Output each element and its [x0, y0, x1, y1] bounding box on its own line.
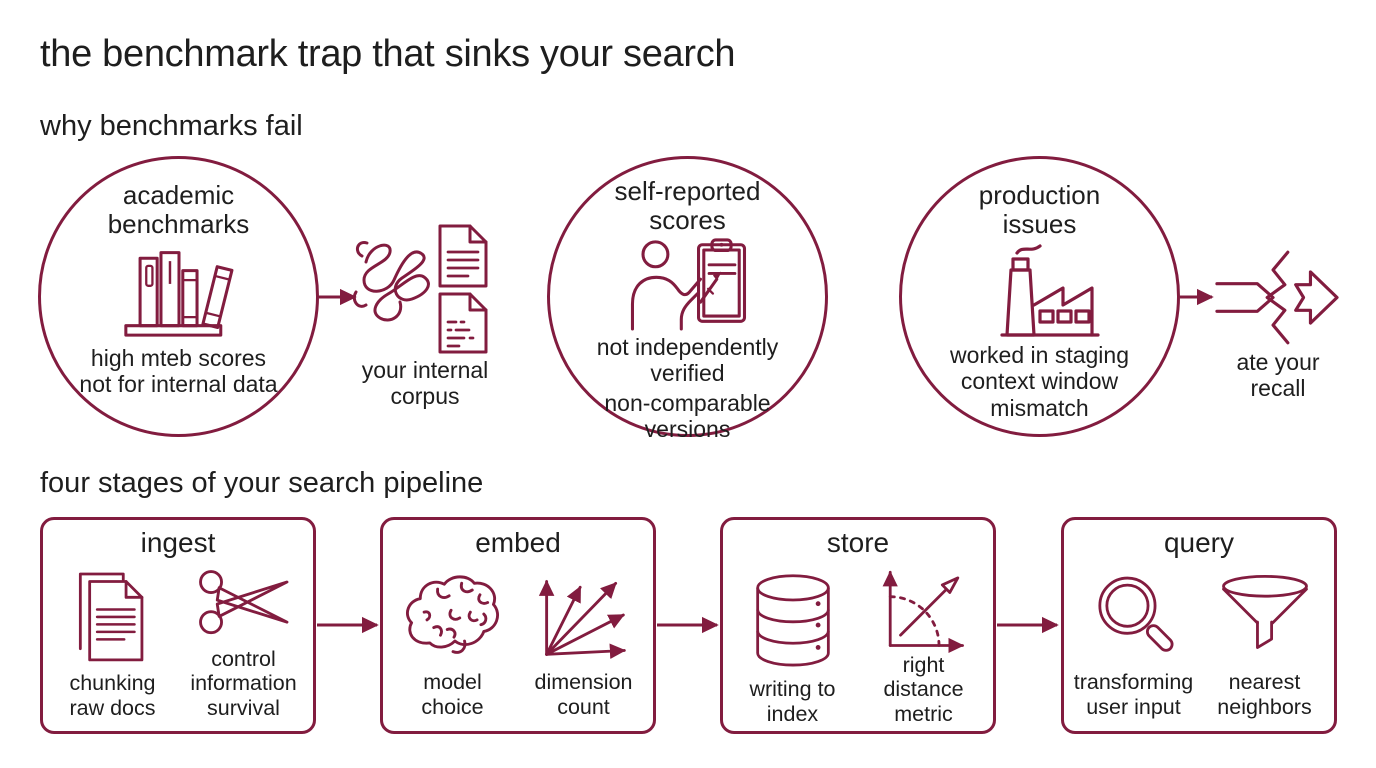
circle-caption: high mteb scores not for internal data [79, 345, 278, 398]
brain-icon [405, 575, 499, 654]
tangled-documents-icon [352, 224, 488, 354]
stage-arrow [657, 616, 719, 634]
stage-store: store [720, 517, 996, 734]
stage-title: ingest [140, 527, 216, 558]
circle-caption: non-comparable versions [604, 389, 771, 442]
stage-title: query [1163, 527, 1235, 558]
stage-item: nearest neighbors [1201, 561, 1328, 719]
distance-metric-icon [882, 570, 964, 654]
page-title: the benchmark trap that sinks your searc… [40, 33, 736, 75]
broken-arrow-icon [1215, 250, 1339, 345]
stage-caption: chunking raw docs [69, 671, 156, 720]
stage-item: model choice [389, 561, 516, 719]
circle-caption: not independently verified [596, 334, 779, 387]
stage-caption: writing to index [749, 677, 836, 726]
stage-item: chunking raw docs [49, 561, 176, 720]
funnel-icon [1221, 575, 1308, 650]
circle-caption: worked in staging context window mismatc… [950, 342, 1129, 421]
circle-title: production issues [978, 180, 1101, 239]
stage-item: writing to index [729, 561, 856, 726]
stage-ingest: ingest [40, 517, 316, 734]
magnifier-icon [1097, 576, 1174, 652]
stage-caption: right distance metric [883, 653, 964, 726]
stage-title: embed [475, 527, 561, 558]
stage-item: control information survival [180, 561, 307, 720]
stage-caption: dimension count [534, 670, 633, 719]
books-icon [123, 251, 233, 337]
stage-title: store [826, 527, 890, 558]
dimension-arrows-icon [538, 579, 626, 659]
factory-icon [999, 244, 1100, 337]
stage-caption: model choice [421, 670, 484, 719]
corpus-label: your internal corpus [361, 357, 489, 410]
benchmark-circle-self-reported: self-reported scores not independently v… [547, 156, 828, 442]
circle-title: self-reported scores [614, 176, 761, 235]
stage-caption: transforming user input [1073, 670, 1194, 719]
stage-arrow [997, 616, 1059, 634]
benchmark-circle-production: production issues worked in staging cont… [899, 156, 1180, 437]
section-heading-pipeline: four stages of your search pipeline [40, 467, 484, 499]
documents-icon [78, 572, 143, 662]
stage-arrow [317, 616, 379, 634]
scissors-icon [198, 570, 288, 635]
database-icon [755, 574, 830, 667]
stage-item: right distance metric [860, 561, 987, 726]
stage-caption: nearest neighbors [1217, 670, 1312, 719]
flow-arrow [1180, 288, 1214, 306]
stage-query: query transforming user input [1061, 517, 1337, 734]
stage-item: dimension count [520, 561, 647, 719]
recall-label: ate your recall [1236, 349, 1320, 402]
section-heading-benchmarks: why benchmarks fail [40, 110, 303, 142]
benchmark-circle-academic: academic benchmarks high mteb scores not… [38, 156, 319, 437]
stage-caption: control information survival [190, 647, 297, 720]
person-clipboard-icon [630, 238, 746, 331]
flow-arrow [319, 288, 357, 306]
stage-embed: embed [380, 517, 656, 734]
stage-item: transforming user input [1070, 561, 1197, 719]
circle-title: academic benchmarks [107, 180, 250, 239]
